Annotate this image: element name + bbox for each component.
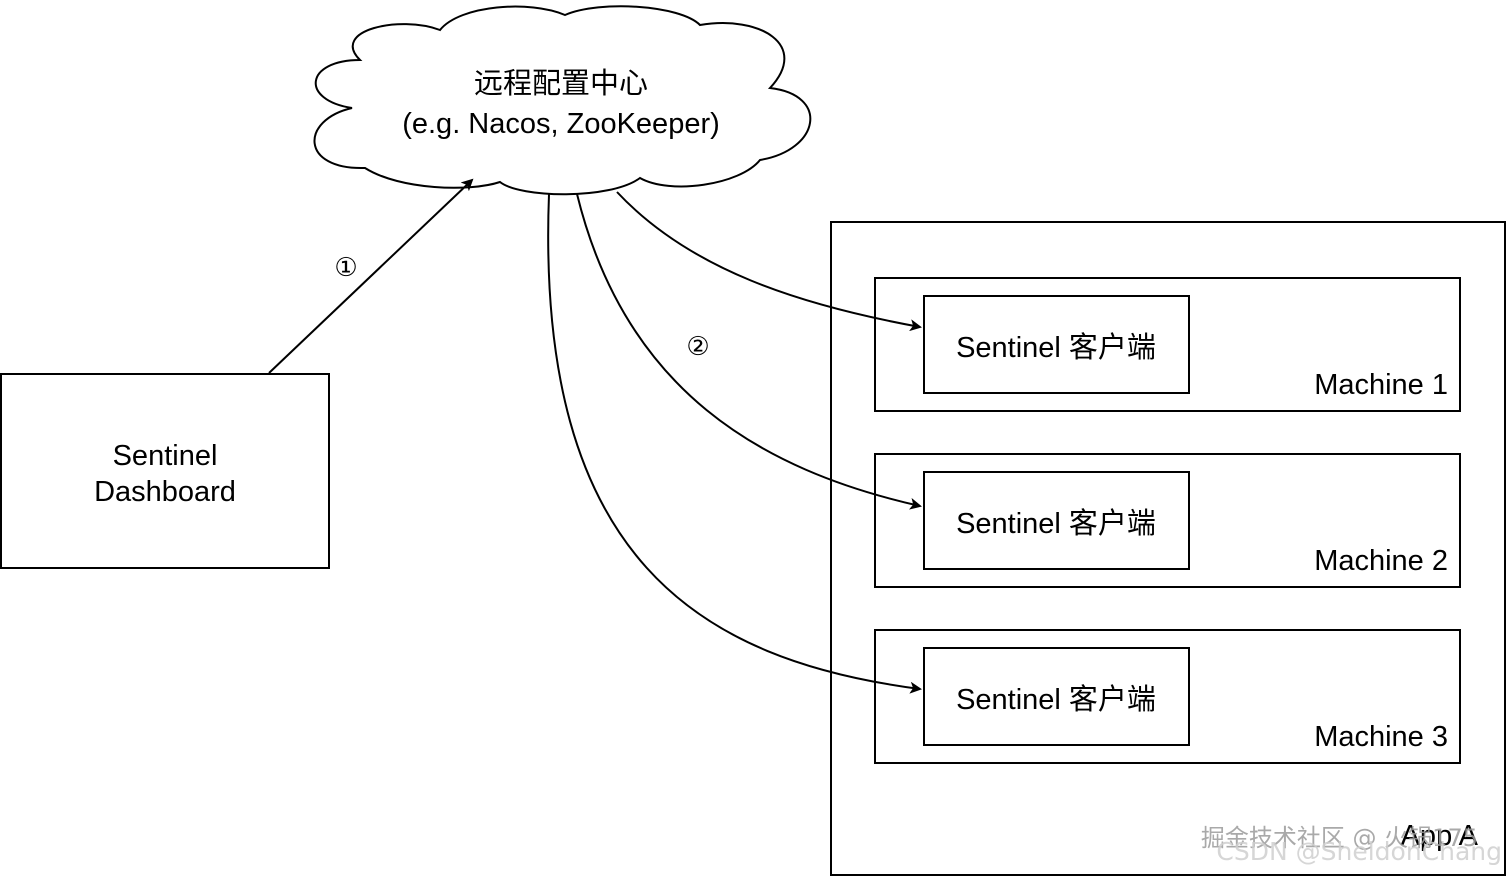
sentinel-dashboard-box: Sentinel Dashboard: [0, 373, 330, 569]
watermark-csdn: CSDN @SheldonChang: [1216, 837, 1502, 866]
sentinel-client-3-label: Sentinel 客户端: [956, 683, 1156, 716]
machine-3-label: Machine 3: [1314, 721, 1448, 753]
sentinel-client-2: [923, 471, 1190, 570]
dashboard-label-line1: Sentinel: [113, 440, 218, 472]
sentinel-client-2-label: Sentinel 客户端: [956, 507, 1156, 540]
sentinel-client-1: [923, 295, 1190, 394]
cloud-shape: [313, 5, 812, 196]
arrow-config-to-client-2: [576, 193, 922, 510]
remote-config-cloud: 远程配置中心 (e.g. Nacos, ZooKeeper): [313, 5, 812, 196]
sentinel-client-3: [923, 647, 1190, 746]
machine-2-label: Machine 2: [1314, 545, 1448, 577]
watermark-juejin: 掘金技术社区 @ 火锅175: [1201, 824, 1478, 852]
arrow-config-to-client-3: [547, 193, 922, 694]
machine-1: Sentinel 客户端 Machine 1: [874, 277, 1461, 412]
sentinel-client-1-label: Sentinel 客户端: [956, 331, 1156, 364]
step-2-marker: ②: [686, 331, 709, 361]
machine-2: Sentinel 客户端 Machine 2: [874, 453, 1461, 588]
machine-3: Sentinel 客户端 Machine 3: [874, 629, 1461, 764]
app-label: App A: [1401, 820, 1479, 852]
dashboard-label-line2: Dashboard: [94, 476, 236, 508]
cloud-title: 远程配置中心: [474, 67, 648, 100]
step-1-marker: ①: [334, 252, 357, 282]
machine-1-label: Machine 1: [1314, 369, 1448, 401]
arrow-dashboard-to-config: [268, 178, 474, 374]
app-container: [830, 221, 1506, 876]
cloud-subtitle: (e.g. Nacos, ZooKeeper): [402, 108, 720, 140]
arrow-config-to-client-1: [616, 191, 922, 332]
